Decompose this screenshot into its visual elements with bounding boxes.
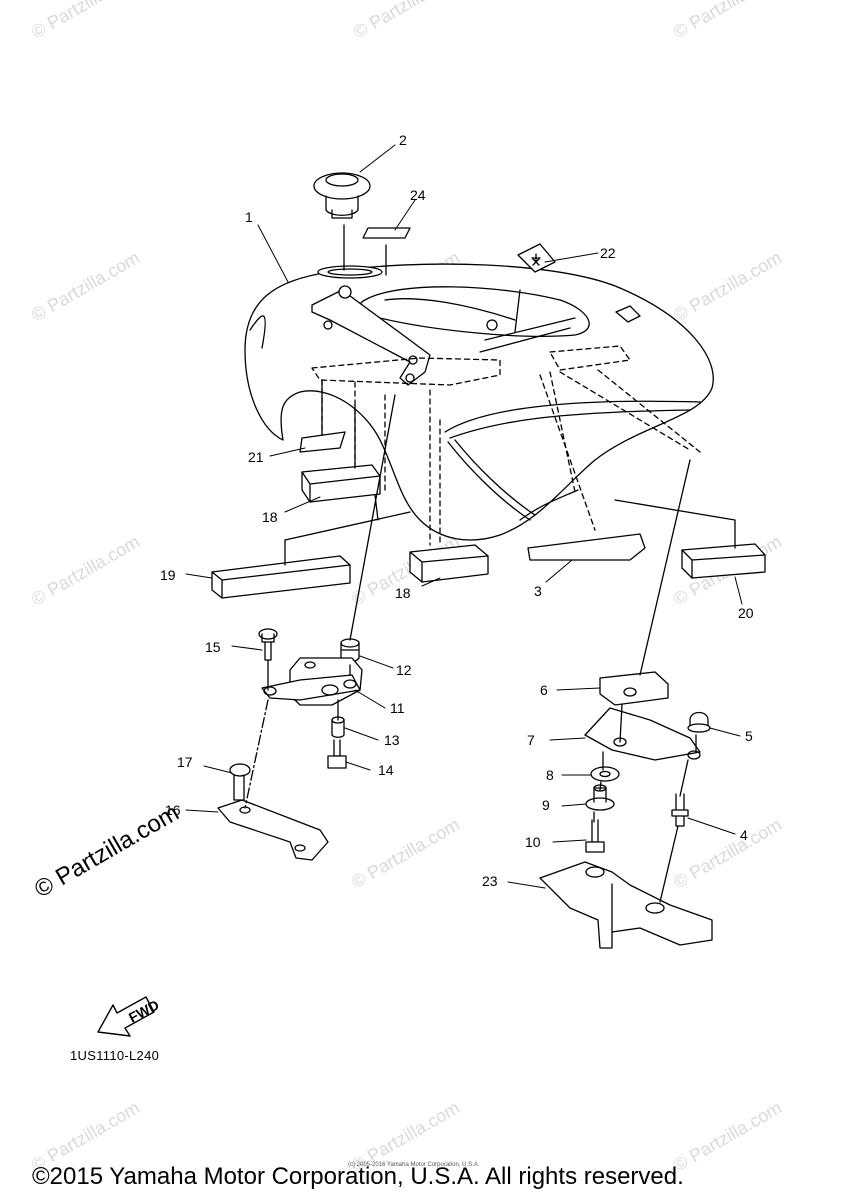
- callout-numbers: 2 1 24 22 21 18 19 18 3 20 15 12 11 13 1…: [160, 132, 754, 889]
- callout-23: 23: [482, 873, 498, 889]
- fwd-arrow-icon: [97, 996, 155, 1037]
- damper-3: [527, 533, 646, 561]
- callout-17: 17: [177, 754, 193, 770]
- bolt-15: [258, 628, 278, 661]
- callout-13: 13: [384, 732, 400, 748]
- copyright-notice: ©2015 Yamaha Motor Corporation, U.S.A. A…: [32, 1163, 684, 1190]
- label-24: [362, 227, 411, 239]
- callout-8: 8: [546, 767, 554, 783]
- callout-5: 5: [745, 728, 753, 744]
- washer-8: [590, 766, 620, 782]
- diagram-part-code: 1US1110-L240: [70, 1048, 160, 1063]
- callout-9: 9: [542, 797, 550, 813]
- callout-15: 15: [205, 639, 221, 655]
- damper-6: [599, 671, 669, 706]
- damper-20: [681, 543, 766, 579]
- callout-3: 3: [534, 583, 542, 599]
- bolt-10: [585, 819, 605, 853]
- callout-19: 19: [160, 567, 176, 583]
- fine-print: (c) 2005-2016 Yamaha Motor Corporation, …: [348, 1162, 480, 1168]
- stay-16: [217, 799, 329, 861]
- bolt-14: [327, 739, 347, 769]
- callout-7: 7: [527, 732, 535, 748]
- callout-20: 20: [738, 605, 754, 621]
- stud-4: [671, 793, 689, 827]
- callout-10: 10: [525, 834, 541, 850]
- callout-18-upper: 18: [262, 509, 278, 525]
- callout-1: 1: [245, 209, 253, 225]
- tank-bracket: [311, 285, 431, 386]
- dashed-guides: [311, 345, 701, 546]
- callout-16: 16: [165, 802, 181, 818]
- damper-19: [211, 555, 351, 599]
- callout-22: 22: [600, 245, 616, 261]
- plate-7: [584, 707, 701, 761]
- callout-12: 12: [396, 662, 412, 678]
- callout-18-lower: 18: [395, 585, 411, 601]
- callout-4: 4: [740, 827, 748, 843]
- centerline: [244, 699, 269, 809]
- callout-2: 2: [399, 132, 407, 148]
- callout-11: 11: [390, 700, 405, 716]
- bracket-11: [261, 657, 363, 706]
- bolt-17: [229, 763, 251, 801]
- nut-5: [687, 711, 711, 733]
- bracket-23: [539, 861, 713, 949]
- callout-6: 6: [540, 682, 548, 698]
- emblem-22: [517, 243, 556, 273]
- alignment-lines: [267, 224, 736, 903]
- callout-14: 14: [378, 762, 394, 778]
- damper-18-lower: [409, 544, 489, 583]
- callout-21: 21: [248, 449, 264, 465]
- callout-24: 24: [410, 187, 426, 203]
- damper-21: [299, 431, 346, 453]
- leader-lines: [185, 144, 743, 889]
- fuel-cap: [313, 172, 371, 219]
- damper-18-upper: [301, 464, 381, 503]
